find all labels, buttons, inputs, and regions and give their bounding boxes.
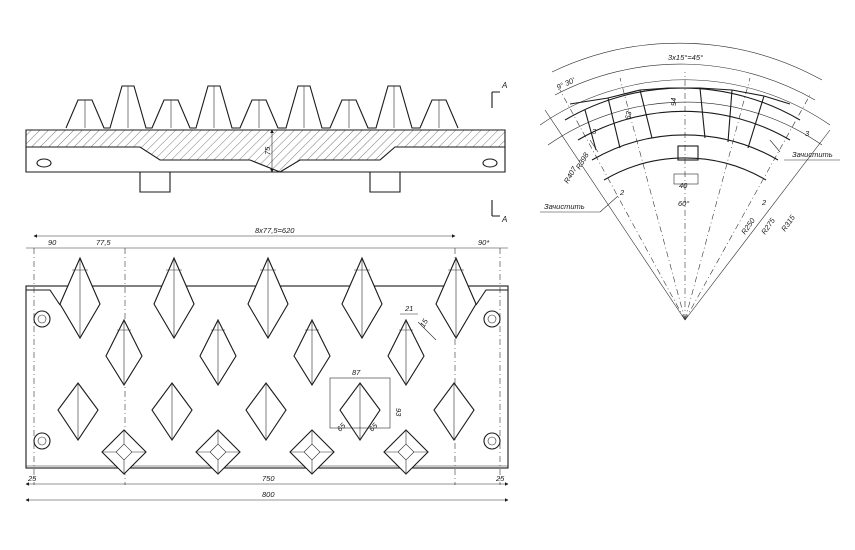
dim-left-offset: 90 bbox=[48, 238, 57, 247]
side-section-hatched bbox=[25, 129, 506, 173]
radius-250: R250 bbox=[739, 216, 757, 237]
radius-398: R398 bbox=[574, 150, 591, 171]
dim-angle-center: 60° bbox=[678, 199, 689, 208]
dim-overall-width: 800 bbox=[262, 490, 275, 499]
side-hole-left bbox=[36, 158, 52, 168]
dim-small: 21 bbox=[404, 304, 413, 313]
dim-angle-top: 3x15°=45° bbox=[668, 53, 703, 62]
plan-tooth-row-1 bbox=[59, 256, 477, 340]
dim-right-offset: 90* bbox=[478, 238, 490, 247]
dim-edge-left: 25 bbox=[27, 474, 37, 483]
side-view: 75 А А bbox=[25, 81, 507, 224]
dim-hole: 15 bbox=[418, 317, 430, 329]
dim-2b: 2 bbox=[761, 198, 767, 207]
side-base-plate bbox=[25, 147, 506, 173]
plan-hole-bottom-right bbox=[483, 432, 501, 450]
side-foot-left bbox=[139, 172, 171, 193]
plan-hole-bottom-left bbox=[33, 432, 51, 450]
dim-tooth-diag-a: 65 bbox=[335, 421, 348, 434]
dim-edge-right: 25 bbox=[495, 474, 505, 483]
side-hole-right bbox=[482, 158, 498, 168]
dim-tooth-height: 93 bbox=[394, 408, 403, 417]
radius-315: R315 bbox=[779, 213, 797, 234]
side-teeth-outline bbox=[65, 85, 459, 129]
note-clean-left: Зачистить bbox=[544, 202, 585, 211]
dim-3b: 3 bbox=[805, 129, 810, 138]
plan-tooth-row-4 bbox=[101, 429, 429, 475]
section-marker-top: А bbox=[501, 81, 507, 90]
dim-3a: 3 bbox=[592, 127, 597, 136]
dim-inner-width: 750 bbox=[262, 474, 275, 483]
plan-hole-top-left bbox=[33, 310, 51, 328]
dim-2a: 2 bbox=[619, 188, 625, 197]
side-foot-right bbox=[369, 172, 401, 193]
dim-40: 40 bbox=[679, 181, 688, 190]
dim-63: 63 bbox=[623, 110, 633, 121]
plan-tooth-row-2 bbox=[105, 318, 425, 387]
sector-teeth bbox=[569, 87, 791, 151]
side-teeth-ridges bbox=[84, 86, 440, 128]
dim-tooth-width: 87 bbox=[352, 368, 361, 377]
plan-view: 8x77,5=620 90 77,5 90* 750 25 25 800 87 … bbox=[25, 226, 509, 502]
plan-tooth-row-3 bbox=[57, 382, 475, 441]
sector-view: 3x15°=45° 9° 30' 60° 94 63 40 2 2 3 3 R3… bbox=[539, 42, 840, 321]
dim-side-height: 75 bbox=[263, 146, 272, 155]
dim-pitch: 77,5 bbox=[96, 238, 111, 247]
dim-pitch-total: 8x77,5=620 bbox=[255, 226, 295, 235]
dim-94: 94 bbox=[669, 98, 678, 106]
note-clean-right: Зачистить bbox=[792, 150, 833, 159]
plan-hole-top-right bbox=[483, 310, 501, 328]
section-marker-bottom: А bbox=[501, 215, 507, 224]
